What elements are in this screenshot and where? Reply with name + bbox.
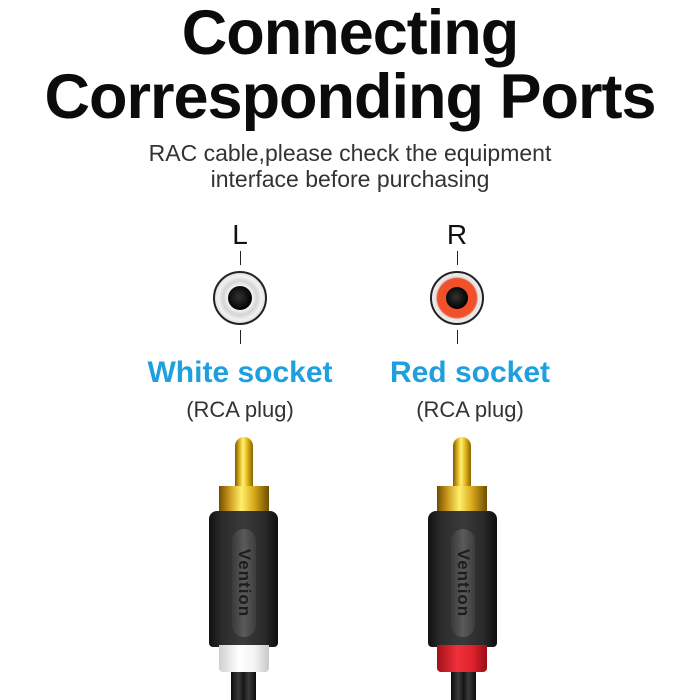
plug-body-right: Vention (428, 511, 497, 647)
white-socket-icon (213, 271, 267, 325)
gold-pin-right (453, 437, 471, 489)
red-plug-label: (RCA plug) (416, 397, 524, 422)
brand-panel: Vention (451, 529, 475, 637)
plug-body-left: Vention (209, 511, 278, 647)
heading-line-2: Corresponding Ports (44, 62, 656, 132)
red-socket-label: Red socket (389, 356, 551, 389)
channel-letter-left: L (232, 219, 248, 250)
gold-collar-right (437, 486, 487, 514)
brand-logo: Vention (235, 548, 254, 618)
white-plug-label: (RCA plug) (186, 397, 294, 422)
tick-line (457, 330, 458, 344)
socket-hole (446, 287, 468, 309)
subheading-line-2: interface before purchasing (210, 166, 490, 192)
brand-panel: Vention (232, 529, 256, 637)
red-ring-right (437, 645, 487, 672)
cable-right (451, 672, 476, 700)
tick-line (240, 330, 241, 344)
tick-line (457, 251, 458, 265)
gold-collar-left (219, 486, 269, 514)
subheading-line-1: RAC cable,please check the equipment (148, 140, 552, 166)
white-socket-label: White socket (147, 356, 333, 389)
socket-hole (228, 286, 252, 310)
cable-left (231, 672, 256, 700)
red-socket-icon (430, 271, 484, 325)
channel-letter-right: R (446, 219, 468, 250)
gold-pin-left (235, 437, 253, 489)
tick-line (240, 251, 241, 265)
heading-line-1: Connecting (181, 0, 519, 68)
brand-logo: Vention (454, 548, 473, 618)
white-ring-left (219, 645, 269, 672)
